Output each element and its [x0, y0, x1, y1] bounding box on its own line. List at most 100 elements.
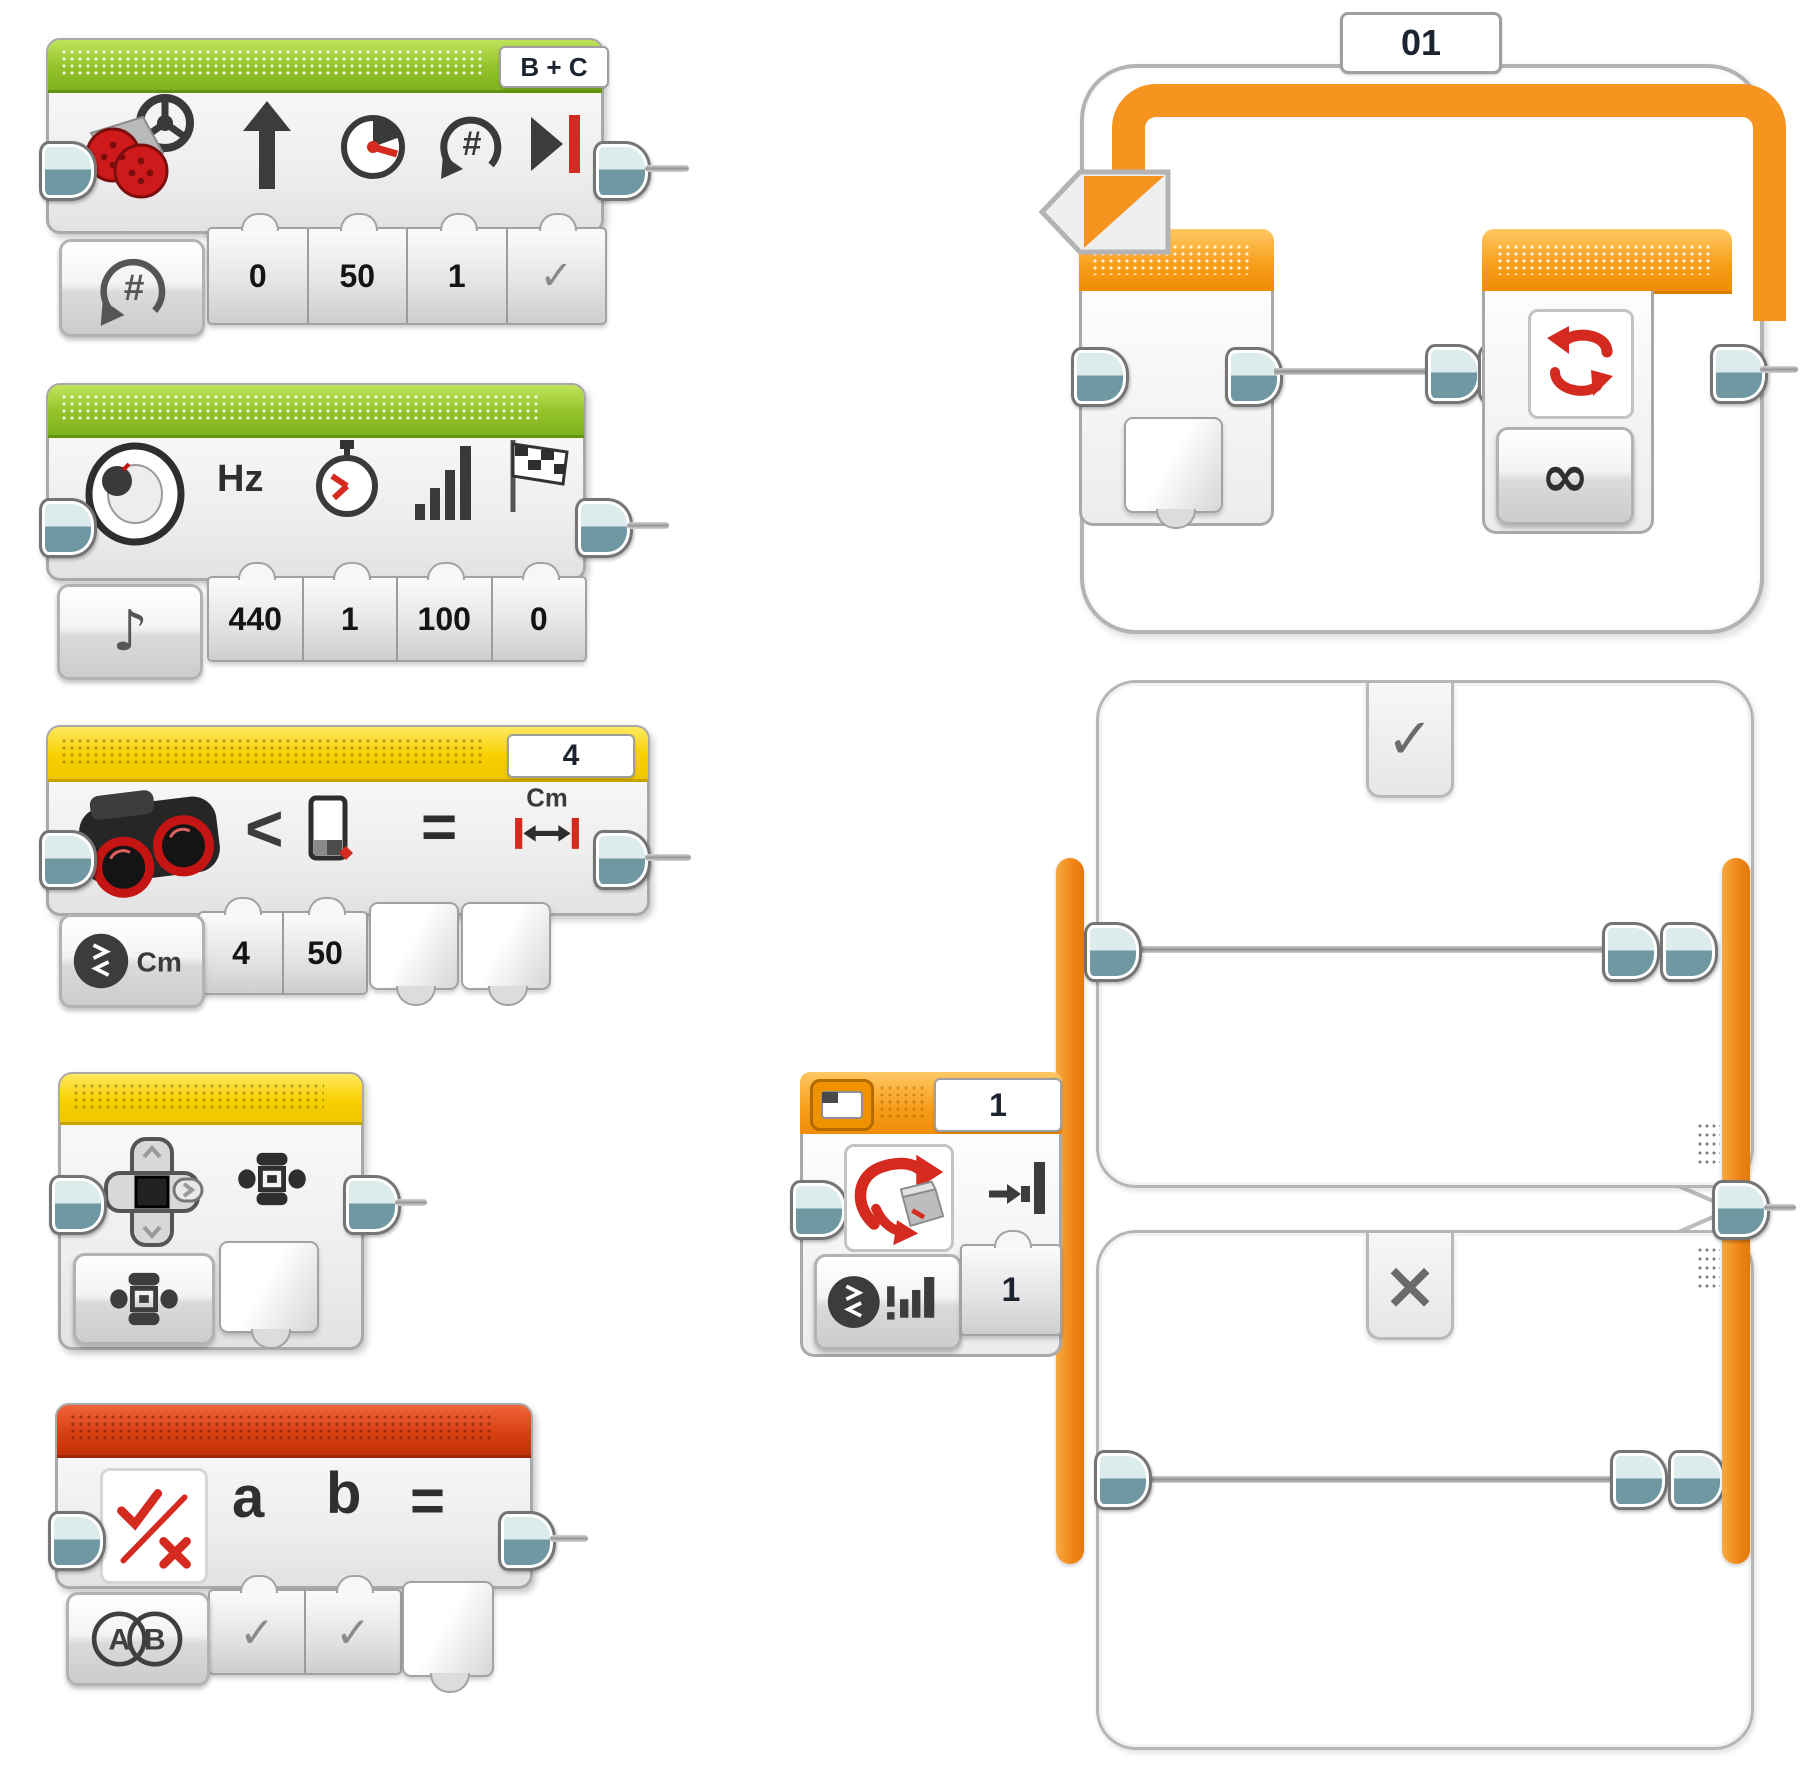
- frequency-value[interactable]: 440: [209, 562, 304, 660]
- mode-selector-button[interactable]: [73, 1253, 215, 1345]
- play-type-value[interactable]: 0: [493, 562, 586, 660]
- duration-stopwatch-icon: [316, 440, 378, 517]
- value-strip: ✓ ✓: [208, 1575, 402, 1675]
- logic-operations-block[interactable]: a b = ✓ ✓ A B: [48, 1403, 588, 1693]
- cross-icon: ×: [1382, 1246, 1438, 1324]
- switch-name-text: 1: [989, 1086, 1007, 1123]
- svg-text:A: A: [109, 1623, 131, 1656]
- mode-selector-button[interactable]: ♪: [57, 584, 203, 680]
- loop-start-segment[interactable]: [1071, 229, 1283, 581]
- sequence-in-plug[interactable]: [49, 1175, 107, 1235]
- power-value[interactable]: 50: [309, 213, 408, 323]
- threshold-value[interactable]: 50: [284, 897, 366, 993]
- compare-type-value[interactable]: 4: [200, 897, 284, 993]
- move-steering-block[interactable]: B + C #: [39, 38, 689, 337]
- play-stop-icon: [531, 115, 580, 173]
- switch-out-plug[interactable]: [1712, 1180, 1770, 1240]
- measure-display-icon: [308, 795, 353, 861]
- sequence-in-plug[interactable]: [39, 141, 97, 201]
- steering-motor-icon: [85, 94, 194, 199]
- loop-out-stub: [1760, 366, 1798, 373]
- result-socket[interactable]: [219, 1241, 319, 1349]
- sequence-out-plug[interactable]: [343, 1175, 401, 1235]
- sequence-in-plug[interactable]: [39, 498, 97, 558]
- switch-name-tab[interactable]: 1: [934, 1078, 1062, 1132]
- mode-selector-button[interactable]: A B: [66, 1592, 210, 1686]
- switch-condition-block[interactable]: 1: [790, 1072, 1062, 1357]
- value-strip: 4 50: [198, 897, 368, 995]
- sound-block[interactable]: Hz 440 1 100 0: [39, 383, 669, 680]
- loop-block[interactable]: ∞: [1071, 64, 1798, 634]
- steering-arrow-icon: [243, 101, 291, 189]
- sequence-out-stub: [395, 1199, 427, 1206]
- case-true-end-plug[interactable]: [1602, 922, 1660, 982]
- value-a[interactable]: ✓: [210, 1575, 306, 1673]
- result-socket-2[interactable]: [461, 902, 551, 1006]
- volume-value[interactable]: 100: [398, 562, 493, 660]
- sequence-out-stub: [550, 1535, 588, 1542]
- switch-condition-iconbox: [844, 1144, 954, 1252]
- wait-distance-block[interactable]: 4 < = Cm: [39, 725, 691, 1008]
- brake-value[interactable]: ✓: [508, 213, 606, 323]
- sequence-out-plug[interactable]: [498, 1511, 556, 1571]
- compare-cm-mode-icon: Cm: [73, 933, 182, 989]
- loop-out-plug[interactable]: [1710, 344, 1768, 404]
- case-true-in-plug[interactable]: [1084, 922, 1142, 982]
- tabbed-view-icon: [821, 1091, 863, 1119]
- loop-repeat-iconbox: [1528, 309, 1634, 419]
- loop-start-arrow: [1038, 169, 1171, 255]
- switch-mode-button[interactable]: [814, 1254, 962, 1350]
- duration-value[interactable]: 1: [304, 562, 398, 660]
- sequence-in-plug[interactable]: [48, 1511, 106, 1571]
- resize-grip-bottom[interactable]: [1698, 1248, 1720, 1292]
- input-b-label: b: [326, 1461, 362, 1526]
- empty-value-socket[interactable]: [1124, 417, 1223, 529]
- sequence-in-plug[interactable]: [39, 830, 97, 890]
- steering-value[interactable]: 0: [209, 213, 309, 323]
- mode-selector-button[interactable]: Cm: [59, 914, 205, 1008]
- value-b[interactable]: ✓: [306, 1575, 400, 1673]
- case-true-out-plug[interactable]: [1660, 922, 1718, 982]
- block-header: [57, 1405, 531, 1458]
- loop-name-tab[interactable]: 01: [1340, 12, 1502, 74]
- mode-selector-button[interactable]: #: [59, 239, 205, 337]
- port-tab[interactable]: 4: [507, 734, 635, 778]
- loop-mode-button[interactable]: ∞: [1496, 427, 1634, 525]
- case-false-out-plug[interactable]: [1668, 1450, 1726, 1510]
- case-true-tab[interactable]: ✓: [1366, 683, 1454, 798]
- brick-buttons-block[interactable]: [49, 1072, 427, 1350]
- switch-out-stub: [1764, 1204, 1796, 1211]
- equals-label: =: [410, 1467, 446, 1534]
- sequence-out-stub: [645, 165, 689, 172]
- view-toggle-button[interactable]: [810, 1079, 874, 1131]
- sequence-in-plug[interactable]: [1071, 347, 1129, 407]
- sequence-out-plug[interactable]: [1225, 347, 1283, 407]
- case-false-in-plug[interactable]: [1094, 1450, 1152, 1510]
- case-false-tab[interactable]: ×: [1366, 1233, 1454, 1340]
- check-icon: ✓: [1386, 706, 1434, 772]
- wire-end-plug[interactable]: [1425, 344, 1483, 404]
- result-socket-1[interactable]: [369, 902, 459, 1006]
- port-text: B + C: [520, 51, 588, 82]
- case-false-end-plug[interactable]: [1610, 1450, 1668, 1510]
- buttons-set-mode-icon: [110, 1272, 178, 1326]
- block-header: [60, 1074, 362, 1125]
- cm-text: Cm: [526, 786, 568, 813]
- buttons-set-icon: [238, 1152, 306, 1206]
- rotations-value[interactable]: 1: [408, 213, 508, 323]
- resize-grip-top[interactable]: [1698, 1124, 1720, 1168]
- result-socket[interactable]: [402, 1581, 494, 1693]
- switch-threshold-socket[interactable]: 1: [960, 1230, 1062, 1336]
- sequence-out-plug[interactable]: [593, 830, 651, 890]
- port-tab[interactable]: B + C: [499, 46, 609, 88]
- sequence-in-plug[interactable]: [790, 1180, 848, 1240]
- sequence-out-plug[interactable]: [593, 141, 651, 201]
- brick-dpad-icon: [104, 1137, 204, 1247]
- sequence-out-plug[interactable]: [575, 498, 633, 558]
- hz-label: Hz: [217, 458, 264, 500]
- case-false-wire: [1146, 1476, 1626, 1483]
- cm-range-icon: Cm: [515, 786, 579, 849]
- loop-end-segment[interactable]: ∞: [1482, 229, 1732, 589]
- sequence-wire: [1274, 368, 1429, 375]
